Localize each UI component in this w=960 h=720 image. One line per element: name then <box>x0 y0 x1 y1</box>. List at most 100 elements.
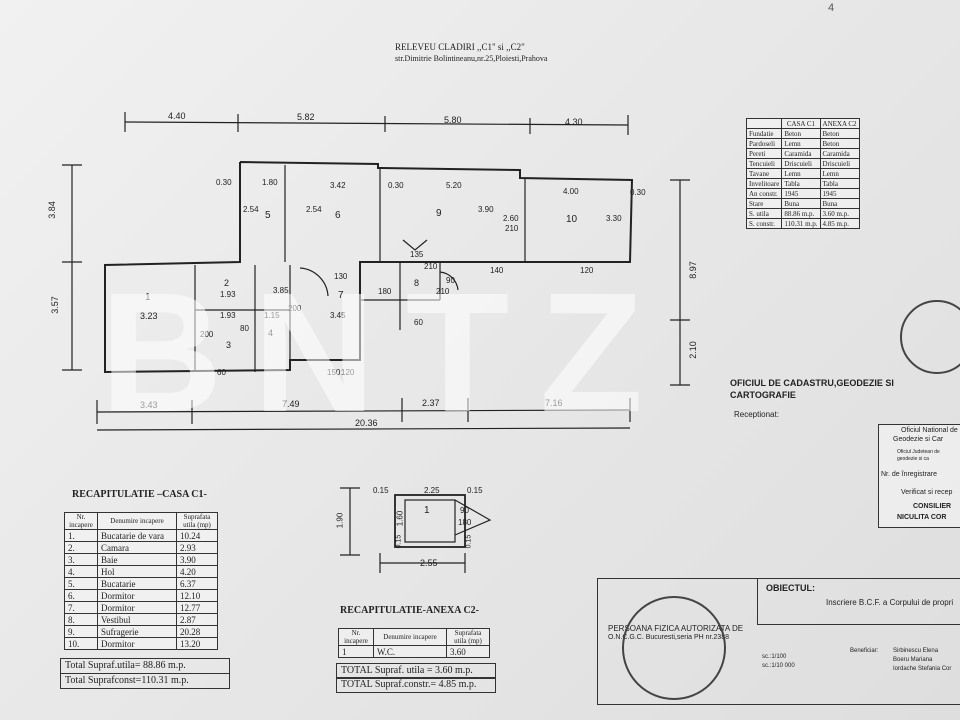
plan-title: RELEVEU CLADIRI ,,C1" si ,,C2" <box>395 42 525 52</box>
title-beneficiar: Boeru Mariana <box>893 657 933 663</box>
info-cell: Tabla <box>819 178 860 189</box>
rec-cell: 5. <box>64 577 98 590</box>
room-number: 1 <box>145 292 151 303</box>
rec-anexa-total-utila: TOTAL Supraf. utila = 3.60 m.p. <box>336 663 496 679</box>
cadastru-receptionat: Receptionat: <box>734 410 779 419</box>
info-cell: Tavane <box>745 168 783 179</box>
rec-cell: Vestibul <box>97 613 177 626</box>
rec-casa-table: Nr. incapere Denumire incapere Suprafata… <box>64 512 218 650</box>
rec-cell: 10. <box>64 637 98 650</box>
rec-cell: 8. <box>64 613 98 626</box>
anexa-dim: 1.90 <box>335 512 345 529</box>
rec-cell: 6.37 <box>176 577 218 590</box>
info-cell: Pardoseli <box>745 138 783 149</box>
plan-label: 150 <box>327 368 341 377</box>
info-cell: Tencuieli <box>745 158 783 169</box>
info-cell: An constr. <box>745 188 783 199</box>
dim-top-2: 5.82 <box>297 112 315 122</box>
rec-cell: 2.93 <box>176 541 218 554</box>
anexa-door: 90 <box>460 506 469 515</box>
anexa-dim: 2.25 <box>424 486 440 495</box>
dim-right-1: 8.97 <box>687 261 698 279</box>
rec-cell: Camara <box>97 541 177 554</box>
rec-cell: 3.60 <box>446 645 490 658</box>
stamp-line: Oficiul National de <box>901 427 958 434</box>
room-number: 8 <box>414 278 420 288</box>
stamp-line: Nr. de înregistrare <box>881 471 938 478</box>
plan-label: 3.23 <box>140 311 158 321</box>
rec-cell: 7. <box>64 601 98 614</box>
plan-label: 120 <box>580 266 594 275</box>
info-cell: Fundatie <box>745 128 783 139</box>
cadastru-stamp: Oficiul National de Geodezie si Car Ofic… <box>878 424 960 528</box>
cadastru-line1: OFICIUL DE CADASTRU,GEODEZIE SI <box>730 378 894 388</box>
room-number: 6 <box>335 210 341 221</box>
authorization-seal <box>622 596 726 700</box>
plan-label: 1.93 <box>220 290 236 299</box>
plan-label: 200 <box>200 330 214 339</box>
info-cell: Tabla <box>781 178 821 189</box>
rec-casa-total-utila: Total Supraf.utila= 88.86 m.p. <box>60 658 230 674</box>
dim-bottom-2: 7.49 <box>282 399 300 409</box>
rec-cell: 3. <box>64 553 98 566</box>
title-beneficiar: Iordache Stefania Cor <box>893 666 952 672</box>
plan-label: 3.30 <box>606 214 622 223</box>
room-number: 3 <box>226 340 232 350</box>
rec-cell: 2.87 <box>176 613 218 626</box>
info-cell: Caramida <box>819 148 860 159</box>
plan-label: 3.42 <box>330 181 346 190</box>
rec-cell: Baie <box>97 553 177 566</box>
info-cell: S. utila <box>745 208 783 219</box>
stamp-line: Verificat si recep <box>901 489 953 496</box>
room-number: 2 <box>224 278 230 288</box>
info-cell: Lemn <box>819 168 860 179</box>
corner-mark: 4 <box>828 2 835 14</box>
info-cell: 110.31 m.p. <box>781 218 821 229</box>
rec-cell: 10.24 <box>176 529 218 542</box>
plan-label: 5.20 <box>446 181 462 190</box>
rec-cell: 20.28 <box>176 625 218 638</box>
plan-label: 3.45 <box>330 311 346 320</box>
info-cell: 1945 <box>819 188 860 199</box>
rec-cell: Dormitor <box>97 601 177 614</box>
dim-top-4: 4.30 <box>565 117 583 127</box>
plan-label: 3.90 <box>478 205 494 214</box>
anexa-dim: 0.15 <box>465 534 473 549</box>
title-beneficiar-label: Beneficiar: <box>850 648 879 654</box>
plan-label: 2.60 <box>503 214 519 223</box>
plan-label: 140 <box>490 266 504 275</box>
title-obiectul-label: OBIECTUL: <box>766 583 815 593</box>
info-cell: S. constr. <box>745 218 783 229</box>
info-cell: Lemn <box>781 138 821 149</box>
info-cell: Beton <box>781 128 821 139</box>
rec-cell: Dormitor <box>97 637 177 650</box>
anexa-dim: 0.15 <box>373 486 389 495</box>
room-number: 5 <box>265 210 271 221</box>
dim-top-1: 4.40 <box>168 111 186 121</box>
anexa-dim: 0.15 <box>395 534 403 549</box>
rec-casa-total-constr: Total Suprafconst=110.31 m.p. <box>60 673 230 689</box>
plan-label: 60 <box>217 368 226 377</box>
title-scale-2: sc.:1/10 000 <box>762 663 795 669</box>
title-obiectul: Inscriere B.C.F. a Corpului de propri <box>826 598 954 607</box>
rec-cell: 1 <box>338 645 374 658</box>
anexa-door: 180 <box>458 518 472 527</box>
anexa-dim: 0.15 <box>467 486 483 495</box>
info-cell: 88.86 m.p. <box>781 208 821 219</box>
info-cell: Lemn <box>781 168 821 179</box>
rec-cell: 12.77 <box>176 601 218 614</box>
info-cell: Caramida <box>781 148 821 159</box>
plan-label: 2.54 <box>243 205 259 214</box>
dim-right-2: 2.10 <box>687 341 698 359</box>
dim-bottom-4: 7.16 <box>545 398 563 408</box>
dim-total: 20.36 <box>355 418 378 428</box>
dim-bottom-1: 3.43 <box>140 400 158 410</box>
rec-casa-title: RECAPITULATIE –CASA C1- <box>72 489 207 500</box>
